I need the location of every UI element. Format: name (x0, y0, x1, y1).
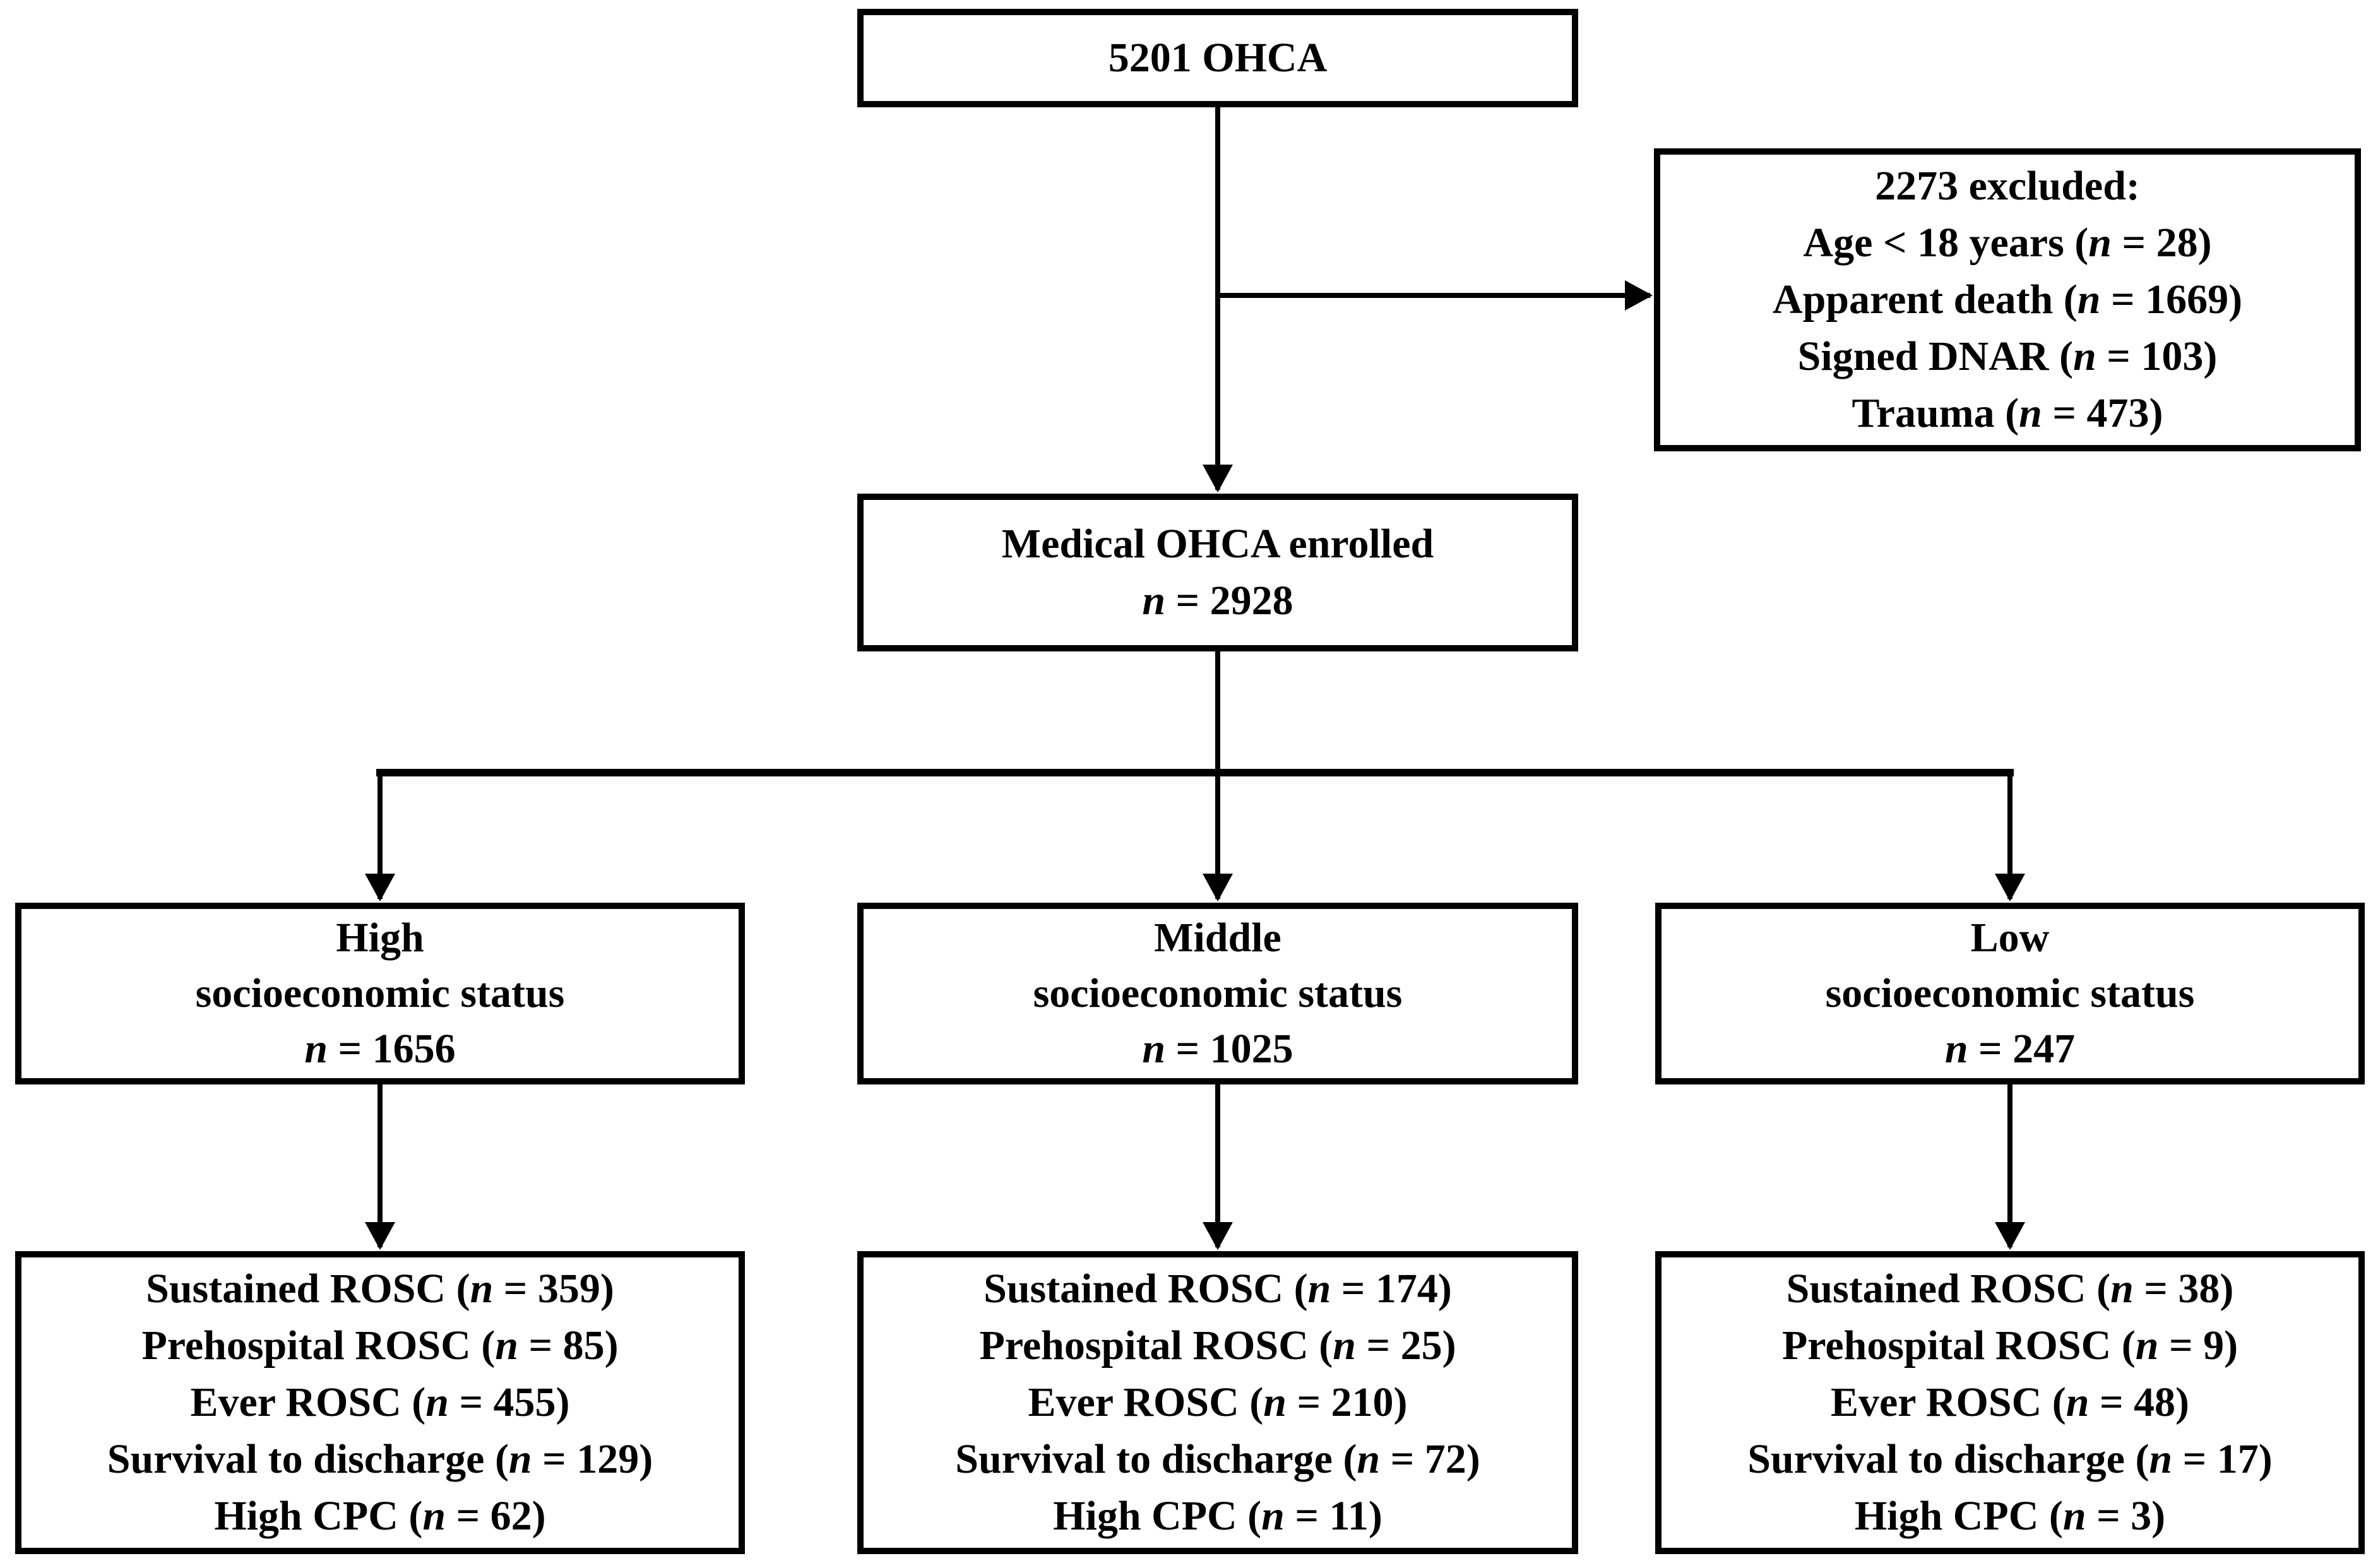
text-line: socioeconomic status (1825, 970, 2195, 1016)
text-line: Prehospital ROSC (n = 85) (141, 1322, 619, 1369)
box-excluded: 2273 excluded: Age < 18 years (n = 28) A… (1654, 148, 2361, 451)
text-line: 2273 excluded: (1875, 163, 2140, 209)
text-line: Signed DNAR (n = 103) (1797, 333, 2218, 379)
text-line: Prehospital ROSC (n = 25) (979, 1322, 1456, 1369)
text-line: n = 1025 (1142, 1026, 1293, 1072)
text-line: Ever ROSC (n = 48) (1830, 1379, 2190, 1425)
text-line: High (336, 915, 424, 961)
text-line: Sustained ROSC (n = 359) (146, 1266, 614, 1312)
box-outcomes-middle: Sustained ROSC (n = 174) Prehospital ROS… (857, 1251, 1578, 1554)
box-ses-high: High socioeconomic status n = 1656 (15, 903, 745, 1084)
text-line: High CPC (n = 11) (1053, 1493, 1382, 1539)
text-line: 5201 OHCA (1108, 35, 1328, 81)
text-line: Survival to discharge (n = 17) (1747, 1436, 2273, 1482)
box-enrolled: Medical OHCA enrolled n = 2928 (857, 494, 1578, 651)
text-line: High CPC (n = 62) (214, 1493, 546, 1539)
text-line: Sustained ROSC (n = 174) (984, 1266, 1452, 1312)
box-ses-middle: Middle socioeconomic status n = 1025 (857, 903, 1578, 1084)
box-outcomes-low: Sustained ROSC (n = 38) Prehospital ROSC… (1655, 1251, 2365, 1554)
text-line: Ever ROSC (n = 210) (1028, 1379, 1408, 1425)
text-line: Prehospital ROSC (n = 9) (1781, 1322, 2238, 1369)
text-line: Survival to discharge (n = 72) (955, 1436, 1480, 1482)
text-line: Trauma (n = 473) (1852, 390, 2163, 436)
box-ses-low: Low socioeconomic status n = 247 (1655, 903, 2365, 1084)
text-line: Low (1970, 915, 2050, 961)
box-outcomes-high: Sustained ROSC (n = 359) Prehospital ROS… (15, 1251, 745, 1554)
text-line: Medical OHCA enrolled (1001, 521, 1434, 567)
box-total-ohca: 5201 OHCA (857, 9, 1578, 107)
text-line: socioeconomic status (195, 970, 565, 1016)
text-line: High CPC (n = 3) (1854, 1493, 2166, 1539)
text-line: Apparent death (n = 1669) (1772, 276, 2243, 323)
text-line: n = 247 (1944, 1026, 2076, 1072)
text-line: Survival to discharge (n = 129) (107, 1436, 653, 1482)
text-line: n = 2928 (1142, 578, 1293, 624)
text-line: n = 1656 (304, 1026, 456, 1072)
text-line: Age < 18 years (n = 28) (1803, 220, 2212, 266)
text-line: socioeconomic status (1033, 970, 1403, 1016)
text-line: Middle (1154, 915, 1281, 961)
text-line: Ever ROSC (n = 455) (190, 1379, 570, 1425)
text-line: Sustained ROSC (n = 38) (1786, 1266, 2234, 1312)
